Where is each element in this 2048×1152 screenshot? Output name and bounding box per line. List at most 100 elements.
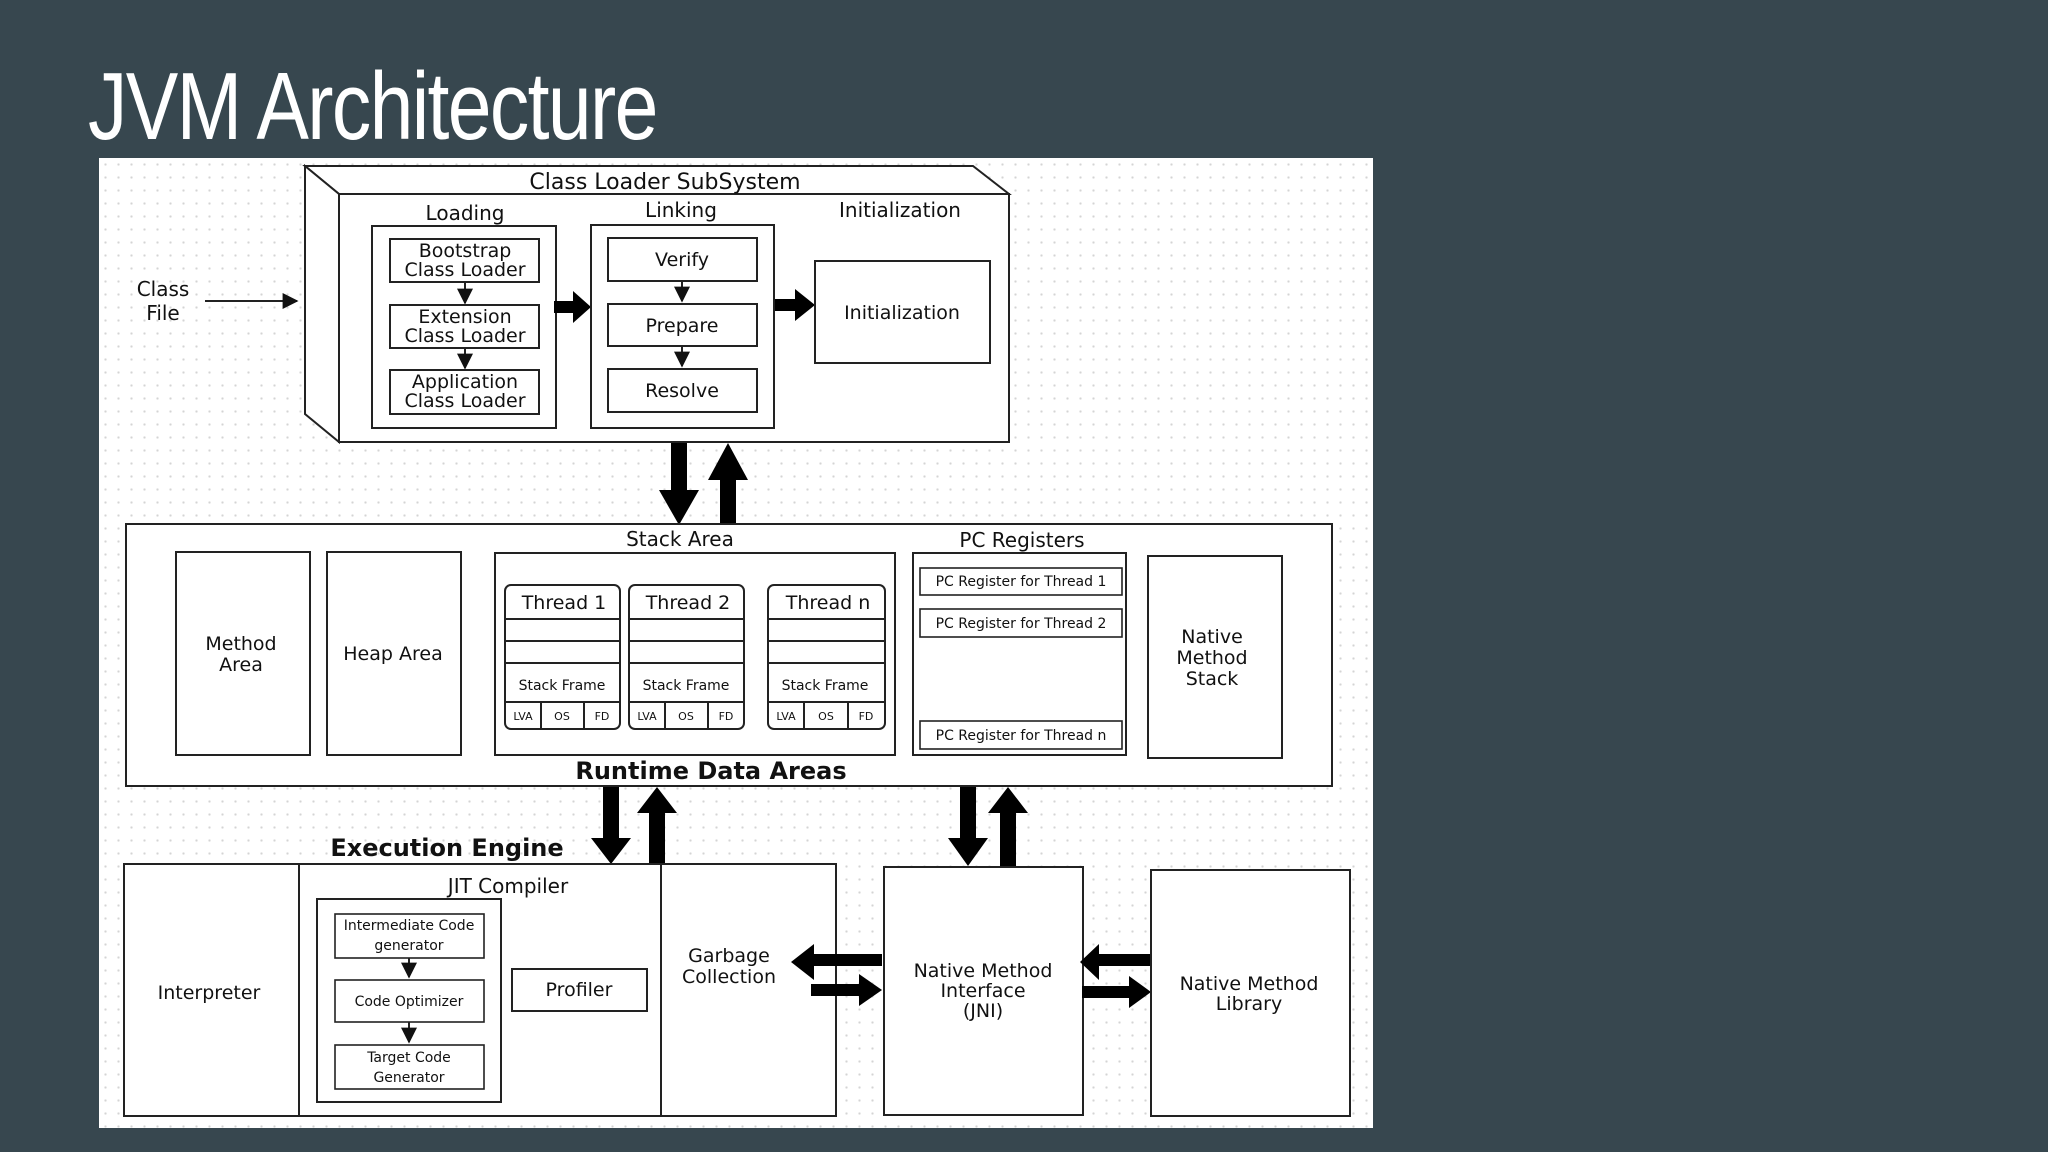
extension-label-2: Class Loader [404,325,525,347]
runtime-data-areas: Runtime Data Areas Method Area Heap Area… [125,523,1333,787]
thread-2-lva: LVA [637,710,657,723]
arrow-down-runtime-to-jni [948,787,988,866]
pc-registers-title: PC Registers [959,528,1084,552]
arrow-right-jni-to-library [1082,976,1151,1008]
class-loader-title: Class Loader SubSystem [529,170,800,195]
native-stack-label-3: Stack [1186,668,1239,690]
arrow-up-execution-to-runtime [637,787,677,864]
execution-engine-title: Execution Engine [330,834,563,862]
arrow-left-jni-to-gc [791,944,882,980]
thread-n-box [767,584,886,730]
native-stack-label-1: Native [1181,626,1243,648]
verify-label: Verify [655,249,709,271]
pc-register-thread-n-label: PC Register for Thread n [936,728,1107,744]
jni-label-1: Native Method [914,960,1053,982]
thread-n-label: Thread n [785,592,871,614]
profiler-box [511,968,648,1012]
thread-1-os: OS [554,710,570,723]
icg-label-2: generator [374,938,443,954]
class-loader-subsystem: Class Loader SubSystem Loading Bootstrap… [302,163,1012,445]
thread-1-box [504,584,621,730]
thread-1-stack: Thread 1 Stack Frame LVA OS FD [504,584,621,730]
arrow-down-classloader-to-runtime [659,443,699,525]
jvm-architecture-diagram: Class File Class Loader SubSystem Loadin… [123,163,1351,1117]
bootstrap-label-1: Bootstrap [419,240,512,262]
thread-2-os: OS [678,710,694,723]
interpreter-label: Interpreter [158,982,261,1004]
bootstrap-label-2: Class Loader [404,259,525,281]
pc-register-thread-1-label: PC Register for Thread 1 [936,574,1107,590]
profiler-label: Profiler [546,979,613,1001]
thread-1-lva: LVA [513,710,533,723]
thread-2-label: Thread 2 [645,592,731,614]
pc-register-thread-1 [919,567,1123,596]
initialization-label: Initialization [844,302,960,324]
application-label-2: Class Loader [404,390,525,412]
initialization-title: Initialization [839,198,961,222]
arrow-left-library-to-jni [1080,944,1151,980]
arrow-up-jni-to-runtime [988,787,1028,866]
arrow-linking-to-initialization [775,289,815,321]
native-stack-label-2: Method [1176,647,1247,669]
tcg-label-2: Generator [373,1070,444,1086]
code-optimizer-box [334,979,485,1023]
code-optimizer-label: Code Optimizer [355,994,464,1010]
heap-area-box [326,551,462,756]
method-area-label-2: Area [219,654,263,676]
thread-n-fd: FD [859,710,874,723]
resolve-label: Resolve [645,380,719,402]
intermediate-code-generator-box [334,913,485,959]
garbage-collection-label-2: Collection [682,966,776,988]
jni-label-2: Interface [940,980,1025,1002]
class-file-label-2: File [146,301,179,325]
arrow-right-gc-to-jni [811,974,882,1006]
application-class-loader [389,369,540,415]
thread-n-stack-frame: Stack Frame [782,678,869,694]
native-library-label-1: Native Method [1180,973,1319,995]
class-loader-side-face [304,163,340,445]
verify-box [607,237,758,282]
native-library-label-2: Library [1216,993,1282,1015]
arrow-down-runtime-to-execution [591,787,631,864]
execution-engine: Execution Engine Interpreter JIT Compile… [123,834,837,1117]
garbage-collection-label-1: Garbage [688,945,770,967]
diagram-panel: Class File Class Loader SubSystem Loadin… [99,158,1373,1128]
initialization-box [814,260,991,364]
native-method-library-box [1150,869,1351,1117]
loading-title: Loading [426,201,505,225]
slide-title: JVM Architecture [88,53,658,160]
extension-label-1: Extension [418,306,511,328]
method-area-box [175,551,311,756]
prepare-label: Prepare [646,315,719,337]
thread-1-fd: FD [595,710,610,723]
thread-n-stack: Thread n Stack Frame LVA OS FD [767,584,886,730]
thread-1-label: Thread 1 [521,592,607,614]
thread-2-box [628,584,745,730]
arrow-loading-to-linking [554,291,591,323]
thread-2-stack: Thread 2 Stack Frame LVA OS FD [628,584,745,730]
pc-register-thread-2-label: PC Register for Thread 2 [936,616,1107,632]
method-area-label-1: Method [205,633,276,655]
resolve-box [607,368,758,413]
native-method-stack-box [1147,555,1283,759]
pc-register-thread-2 [919,608,1123,638]
linking-title: Linking [645,198,717,222]
tcg-label-1: Target Code [366,1050,451,1066]
extension-class-loader [389,304,540,349]
stack-area-title: Stack Area [626,527,734,551]
application-label-1: Application [412,371,518,393]
thread-n-os: OS [818,710,834,723]
target-code-generator-box [334,1044,485,1090]
thread-1-stack-frame: Stack Frame [519,678,606,694]
class-file-label: Class [137,277,190,301]
icg-label-1: Intermediate Code [344,918,475,934]
native-method-interface-box [883,866,1084,1116]
heap-area-label: Heap Area [343,643,442,665]
pc-register-thread-n [919,720,1123,750]
thread-n-lva: LVA [776,710,796,723]
jni-label-3: (JNI) [963,1000,1003,1022]
runtime-title: Runtime Data Areas [575,757,846,785]
thread-2-stack-frame: Stack Frame [643,678,730,694]
thread-2-fd: FD [719,710,734,723]
arrow-up-runtime-to-classloader [708,443,748,525]
